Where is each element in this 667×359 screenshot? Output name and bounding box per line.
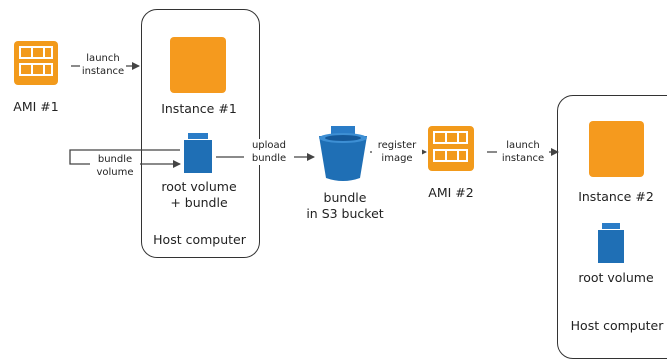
instance-1-label: Instance #1	[161, 101, 237, 116]
root-volume-bundle-label: root volume+ bundle	[161, 179, 237, 210]
host-computer-1-label: Host computer	[153, 232, 246, 247]
root-volume-label: root volume	[578, 270, 654, 285]
ami-2-icon	[428, 126, 474, 171]
ami-2-label: AMI #2	[428, 185, 474, 200]
instance-1-icon	[170, 37, 226, 93]
ami-1-icon	[14, 41, 58, 85]
ami-1-label: AMI #1	[13, 99, 59, 114]
instance-2-label: Instance #2	[578, 189, 654, 204]
host-computer-2-label: Host computer	[570, 318, 664, 333]
root-volume-bundle-icon	[184, 133, 212, 173]
s3-bucket-icon	[319, 126, 367, 181]
instance-2-icon	[589, 121, 644, 177]
root-volume-icon	[598, 223, 624, 263]
